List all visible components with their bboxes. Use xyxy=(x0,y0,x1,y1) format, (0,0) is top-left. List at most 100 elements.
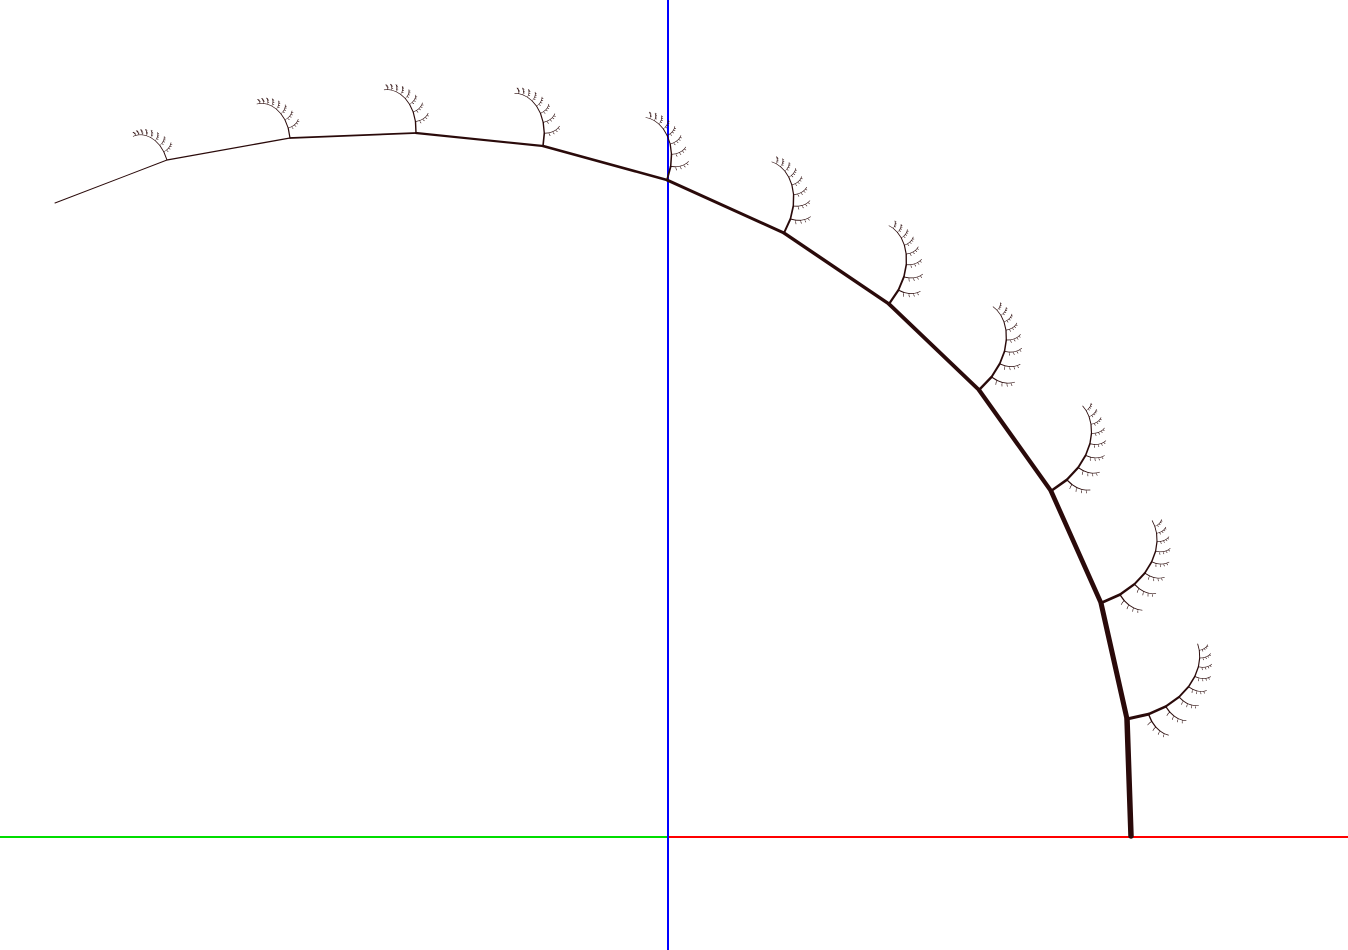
twig xyxy=(910,265,912,268)
twig xyxy=(1011,384,1013,387)
side-branch xyxy=(271,105,277,110)
side-branch xyxy=(542,121,545,134)
twig xyxy=(1013,365,1018,367)
twig xyxy=(920,261,922,263)
side-branch xyxy=(280,113,286,121)
twig xyxy=(1191,689,1194,692)
twig xyxy=(666,133,671,136)
trunk-segment xyxy=(1048,488,1104,606)
side-branch xyxy=(145,135,151,138)
twig xyxy=(678,137,681,140)
twig xyxy=(673,128,675,131)
twig xyxy=(797,195,800,197)
twig xyxy=(1163,539,1167,542)
side-branch xyxy=(527,96,533,102)
side-branch xyxy=(662,128,668,137)
twig xyxy=(1069,486,1071,490)
side-branch xyxy=(771,161,777,164)
twig xyxy=(800,190,804,193)
twig xyxy=(1102,457,1104,460)
trunk-segment xyxy=(1098,600,1130,722)
side-branch xyxy=(897,275,905,292)
twig xyxy=(287,126,292,129)
twig xyxy=(1015,322,1018,326)
twig xyxy=(1152,728,1155,731)
twig xyxy=(1160,540,1164,542)
twig xyxy=(1169,711,1175,717)
twig xyxy=(798,182,800,184)
twig xyxy=(536,104,540,107)
twig xyxy=(1101,431,1103,433)
twig xyxy=(556,130,558,132)
side-branch xyxy=(1150,550,1157,563)
twig xyxy=(654,118,656,121)
twig xyxy=(915,250,918,252)
twig xyxy=(1010,315,1012,318)
twig xyxy=(1010,381,1015,384)
twig xyxy=(1158,730,1161,734)
twig xyxy=(538,102,541,105)
trunk-segment xyxy=(665,178,786,235)
twig xyxy=(676,141,679,143)
twig xyxy=(1163,541,1165,543)
side-branch xyxy=(896,231,902,239)
twig xyxy=(1007,321,1009,323)
twig xyxy=(1016,349,1020,352)
twig xyxy=(1071,483,1078,489)
twig xyxy=(904,243,908,246)
twig xyxy=(1181,702,1183,705)
twig xyxy=(893,226,895,229)
twig xyxy=(914,264,917,267)
twig xyxy=(1147,592,1153,595)
side-branch xyxy=(1003,321,1007,331)
twig xyxy=(426,113,429,116)
twig xyxy=(1070,484,1073,487)
twig xyxy=(294,125,297,127)
twig xyxy=(917,293,919,296)
twig xyxy=(412,110,417,113)
twig xyxy=(1076,487,1083,490)
twig xyxy=(277,105,279,108)
twig xyxy=(1153,577,1159,579)
twig xyxy=(550,120,552,122)
twig xyxy=(807,200,811,203)
twig xyxy=(290,112,292,115)
twig xyxy=(1177,718,1183,721)
twig xyxy=(1161,576,1165,579)
twig xyxy=(913,252,915,254)
twig xyxy=(797,180,800,183)
twig xyxy=(415,120,420,122)
twig xyxy=(1155,550,1160,553)
twig xyxy=(1205,666,1209,668)
twig xyxy=(1017,338,1019,340)
twig xyxy=(1082,470,1084,474)
twig xyxy=(1157,732,1160,735)
twig xyxy=(1098,445,1100,448)
twig xyxy=(1165,705,1171,713)
twig xyxy=(411,100,415,103)
side-branch xyxy=(1085,410,1090,418)
twig xyxy=(804,220,807,223)
side-branch xyxy=(1003,339,1008,353)
twig xyxy=(1168,548,1171,551)
twig xyxy=(901,236,904,239)
side-branch xyxy=(1164,695,1181,708)
twig xyxy=(1207,656,1210,658)
twig xyxy=(1159,730,1165,735)
trunk-segment xyxy=(1124,716,1134,839)
twig xyxy=(669,131,673,135)
twig xyxy=(1101,444,1103,446)
twig xyxy=(543,109,547,112)
twig xyxy=(418,106,421,109)
twig xyxy=(1147,713,1153,723)
twig xyxy=(999,363,1006,367)
side-branch xyxy=(1084,442,1091,457)
twig xyxy=(913,294,915,297)
twig xyxy=(1178,696,1184,702)
twig xyxy=(522,92,524,95)
twig xyxy=(797,205,803,207)
twig xyxy=(1016,335,1020,339)
twig xyxy=(284,117,288,121)
